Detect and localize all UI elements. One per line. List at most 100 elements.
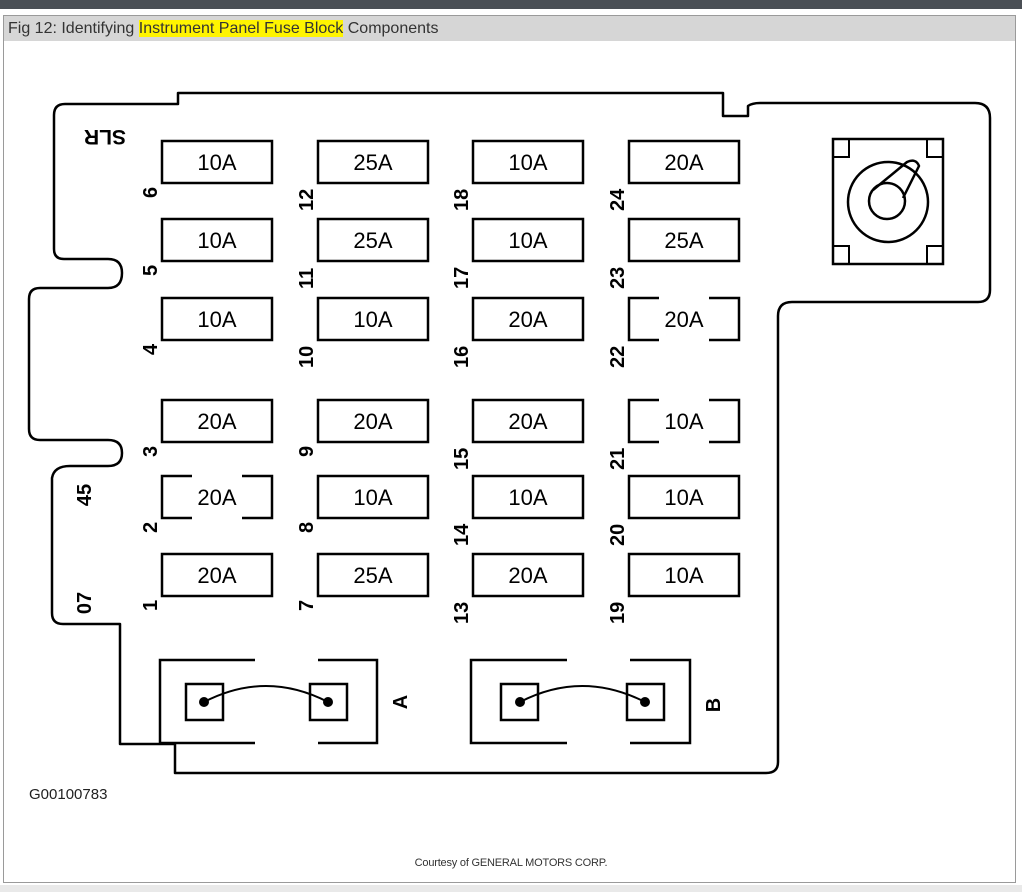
fuse-rating: 10A bbox=[197, 150, 236, 175]
fuse-body bbox=[627, 296, 741, 342]
fuse-rating: 10A bbox=[664, 563, 703, 588]
fuse-10: 10A 10 bbox=[296, 296, 430, 368]
fuse-number: 7 bbox=[296, 600, 318, 611]
fuse-12: 25A 12 bbox=[296, 139, 430, 211]
fuse-number: 10 bbox=[296, 346, 318, 368]
fuse-rating: 20A bbox=[508, 307, 547, 332]
fuse-rating: 25A bbox=[353, 228, 392, 253]
caption-suffix: Components bbox=[343, 20, 439, 37]
fuse-body bbox=[627, 398, 741, 444]
fuse-number: 4 bbox=[140, 343, 162, 355]
breaker-a-label: A bbox=[390, 695, 412, 709]
fuse-number: 11 bbox=[296, 268, 318, 289]
fuse-rating: 10A bbox=[508, 150, 547, 175]
fuse-body bbox=[471, 296, 585, 342]
fuse-number: 23 bbox=[607, 267, 629, 289]
relay-socket bbox=[831, 137, 945, 266]
side-label-07: 07 bbox=[74, 592, 96, 614]
fuse-number: 24 bbox=[607, 188, 629, 211]
fuse-number: 8 bbox=[296, 522, 318, 533]
fuse-number: 3 bbox=[140, 446, 162, 457]
breaker-b: B bbox=[469, 658, 725, 745]
fuse-body bbox=[160, 474, 274, 520]
fuse-body bbox=[316, 552, 430, 598]
fuse-number: 19 bbox=[607, 602, 629, 624]
fuse-rating: 20A bbox=[508, 409, 547, 434]
fuse-24: 20A 24 bbox=[607, 139, 741, 211]
fuse-body bbox=[316, 217, 430, 263]
fuse-rating: 20A bbox=[197, 563, 236, 588]
fuse-rating: 20A bbox=[197, 485, 236, 510]
fuse-11: 25A 11 bbox=[296, 217, 430, 289]
fuse-rating: 10A bbox=[197, 307, 236, 332]
slr-label: SLR bbox=[84, 125, 126, 148]
figure-id: G00100783 bbox=[29, 786, 108, 803]
fuse-body bbox=[471, 398, 585, 444]
fuse-number: 15 bbox=[451, 448, 473, 470]
fuse-number: 14 bbox=[451, 523, 473, 546]
fuse-body bbox=[471, 217, 585, 263]
fuse-body bbox=[160, 552, 274, 598]
fuse-3: 20A 3 bbox=[140, 398, 274, 457]
fuse-rating: 10A bbox=[664, 485, 703, 510]
fuse-16: 20A 16 bbox=[451, 296, 585, 368]
fuse-rating: 10A bbox=[664, 409, 703, 434]
fuse-body bbox=[316, 398, 430, 444]
fuse-number: 13 bbox=[451, 602, 473, 624]
fuse-body bbox=[316, 474, 430, 520]
caption-highlight: Instrument Panel Fuse Block bbox=[138, 20, 344, 37]
fuse-body bbox=[627, 139, 741, 185]
fuse-rating: 20A bbox=[508, 563, 547, 588]
fuse-number: 17 bbox=[451, 267, 473, 289]
fuse-number: 1 bbox=[140, 600, 162, 611]
fuse-rating: 20A bbox=[664, 307, 703, 332]
fuse-body bbox=[471, 552, 585, 598]
fuse-number: 18 bbox=[451, 189, 473, 211]
fuse-rating: 10A bbox=[353, 307, 392, 332]
fuse-rating: 10A bbox=[197, 228, 236, 253]
fuse-rating: 10A bbox=[508, 485, 547, 510]
fuse-rating: 25A bbox=[353, 150, 392, 175]
fuse-13: 20A 13 bbox=[451, 552, 585, 624]
fuse-body bbox=[160, 139, 274, 185]
fuse-7: 25A 7 bbox=[296, 552, 430, 611]
fuse-2: 20A 2 bbox=[140, 474, 274, 533]
fuse-block-outline bbox=[27, 91, 992, 775]
fuse-15: 20A 15 bbox=[451, 398, 585, 470]
credit-line: Courtesy of GENERAL MOTORS CORP. bbox=[414, 857, 608, 869]
fuse-6: 10A 6 bbox=[140, 139, 274, 198]
fuse-4: 10A 4 bbox=[140, 296, 274, 355]
fuse-rating: 25A bbox=[353, 563, 392, 588]
fuse-body bbox=[160, 217, 274, 263]
fuse-body bbox=[316, 139, 430, 185]
fuse-rating: 20A bbox=[197, 409, 236, 434]
fuse-number: 2 bbox=[140, 522, 162, 533]
fuse-body bbox=[160, 398, 274, 444]
fuse-19: 10A 19 bbox=[607, 552, 741, 624]
side-label-45: 45 bbox=[74, 484, 96, 506]
fuse-body bbox=[471, 139, 585, 185]
fuse-number: 16 bbox=[451, 346, 473, 368]
fuse-body bbox=[627, 474, 741, 520]
fuse-rating: 20A bbox=[664, 150, 703, 175]
fuse-14: 10A 14 bbox=[451, 474, 585, 546]
fuse-number: 6 bbox=[140, 187, 162, 198]
fuse-rating: 20A bbox=[353, 409, 392, 434]
window-top-bar bbox=[0, 0, 1022, 9]
breaker-a: A bbox=[158, 658, 412, 745]
fuse-body bbox=[160, 296, 274, 342]
fuse-body bbox=[627, 552, 741, 598]
bottom-band bbox=[0, 885, 1022, 892]
breaker-b-label: B bbox=[703, 698, 725, 712]
fuse-body bbox=[471, 474, 585, 520]
fuse-number: 12 bbox=[296, 189, 318, 211]
fuse-body bbox=[627, 217, 741, 263]
